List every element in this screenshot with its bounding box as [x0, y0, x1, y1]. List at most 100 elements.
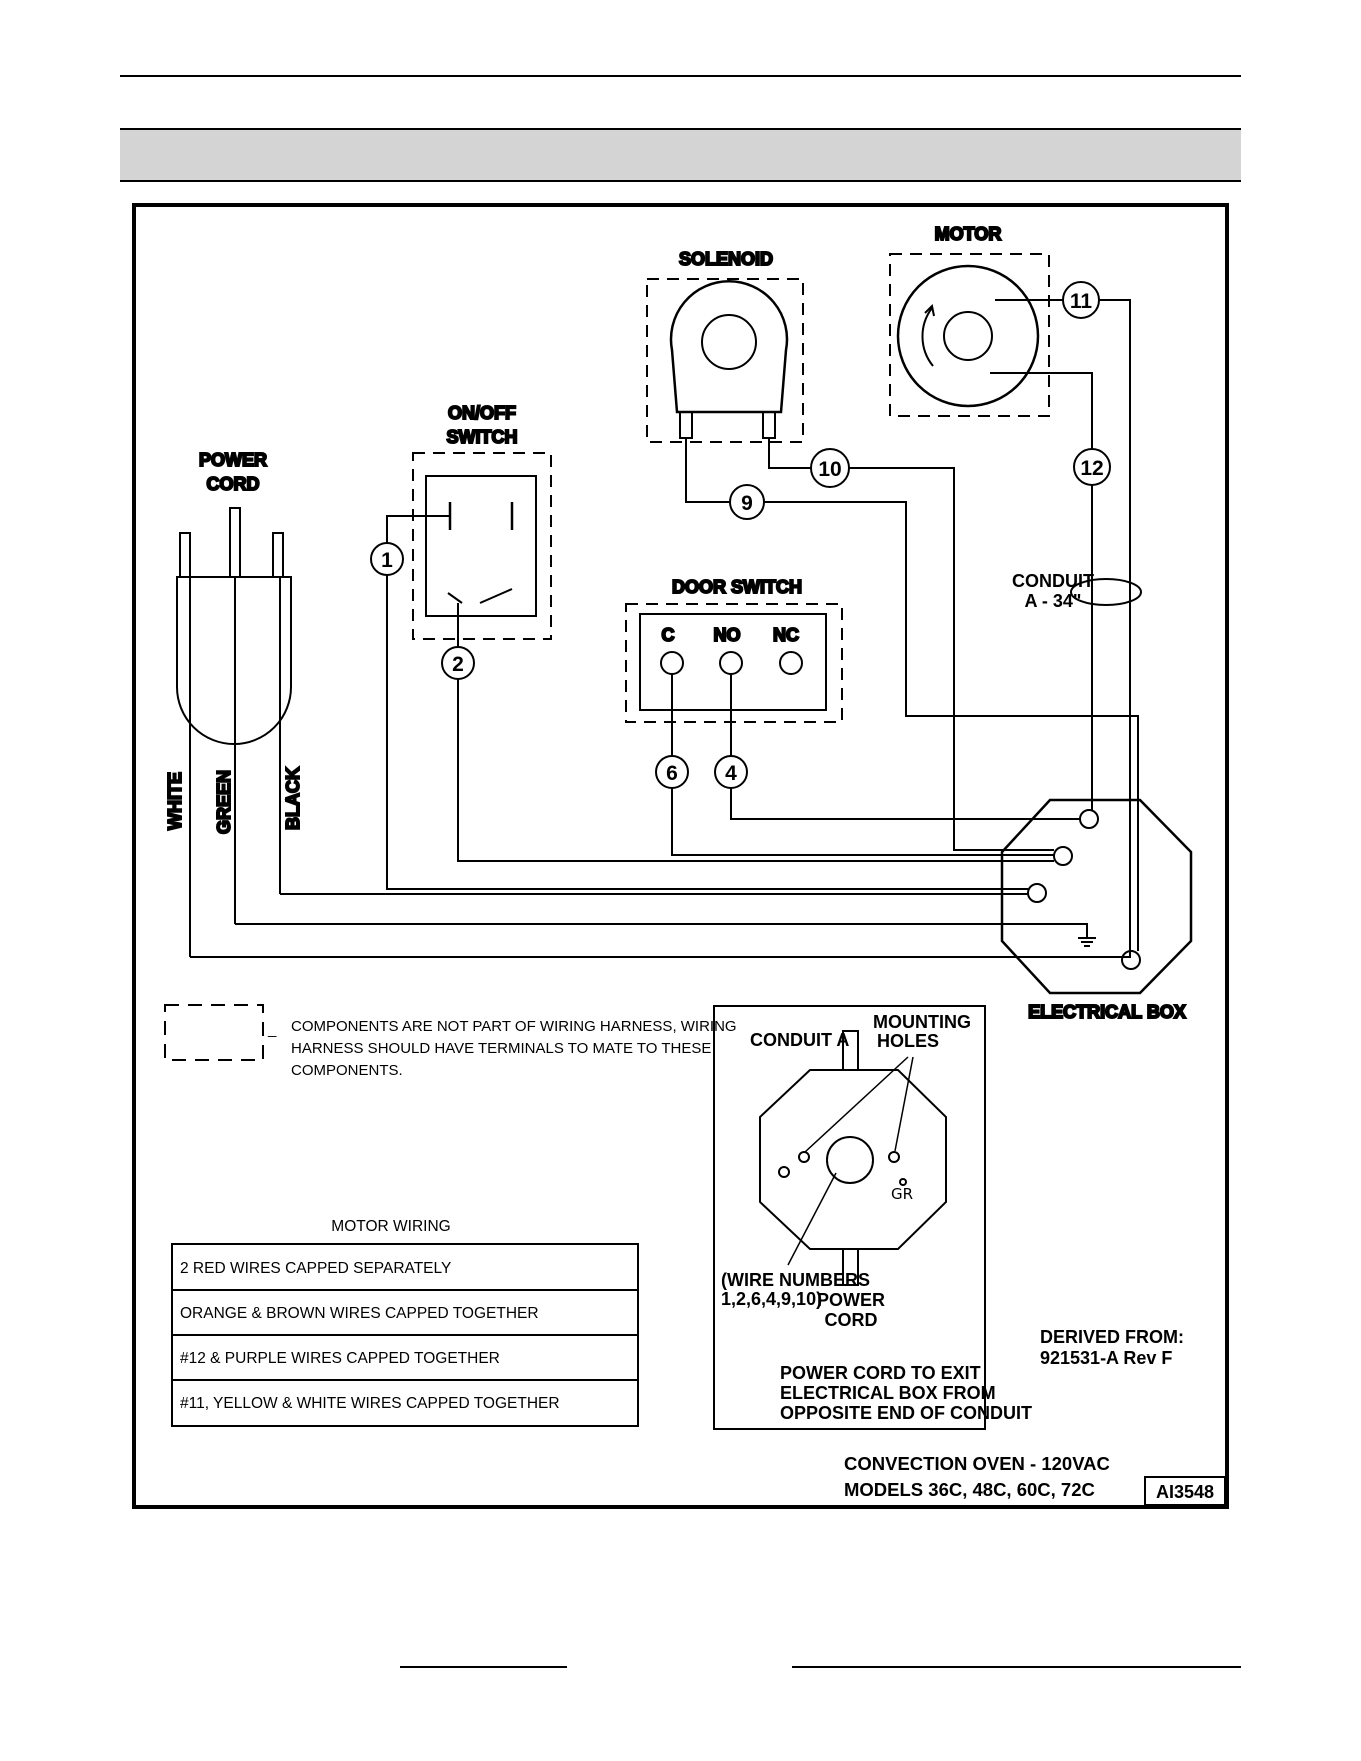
- derived-from-label: DERIVED FROM:: [1040, 1327, 1184, 1347]
- solenoid-terminal-right: [762, 411, 776, 439]
- motor-wiring-table: MOTOR WIRING 2 RED WIRES CAPPED SEPARATE…: [171, 1218, 639, 1427]
- detail-center-hole: [826, 1136, 874, 1184]
- detail-gr-label: GR: [891, 1185, 913, 1203]
- detail-mounting-hole-left: [798, 1151, 810, 1163]
- motor-shaft: [943, 311, 993, 361]
- wire-11-number: 11: [1070, 290, 1093, 313]
- on-off-switch-label-1: ON/OFF: [448, 403, 516, 423]
- wire-11-badge: [1062, 281, 1100, 319]
- derived-from-number: 921531-A Rev F: [1040, 1348, 1172, 1368]
- terminal-nc-label: NC: [773, 625, 799, 645]
- detail-conduit-a-label: CONDUIT A: [750, 1030, 849, 1050]
- plug-prong-left: [179, 532, 191, 578]
- conduit-label-2: A - 34": [1025, 591, 1082, 611]
- detail-wire-numbers-2: 1,2,6,4,9,10): [721, 1289, 822, 1309]
- wires: [190, 299, 1142, 958]
- electrical-box-octagon: [1000, 798, 1193, 995]
- drawing-id-box: [1144, 1476, 1226, 1506]
- wire-1-number: 1: [381, 549, 393, 572]
- detail-ground-hole: [899, 1178, 907, 1186]
- wire-10-badge: [810, 448, 850, 488]
- legend-dashed-box: [164, 1004, 264, 1061]
- terminal-c: [660, 651, 684, 675]
- box-detail-text: CONDUIT A MOUNTING HOLES GR (WIRE NUMBER…: [721, 1012, 1032, 1423]
- power-cord: POWER CORD WHITE GREEN BLACK: [164, 449, 304, 957]
- electrical-box: ELECTRICAL BOX: [1000, 798, 1193, 1023]
- wire-label-green: GREEN: [214, 770, 234, 834]
- terminal-no-label: NO: [714, 625, 741, 645]
- motor: MOTOR: [889, 223, 1050, 417]
- legend-note-line-3: COMPONENTS.: [291, 1062, 403, 1079]
- electrical-box-label: ELECTRICAL BOX: [1028, 1002, 1186, 1022]
- box-detail-frame: [713, 1005, 986, 1430]
- solenoid-core: [701, 314, 757, 370]
- wire-6-badge: [655, 755, 689, 789]
- wire-4-badge: [714, 755, 748, 789]
- plug-prong-ground: [229, 507, 241, 578]
- solenoid-dashed: [646, 278, 804, 443]
- switch-body: [425, 475, 537, 617]
- motor-dashed: [889, 253, 1050, 417]
- conduit-ring: [1070, 578, 1142, 606]
- motor-label: MOTOR: [935, 224, 1002, 244]
- solenoid-terminal-left: [679, 411, 693, 439]
- motor-rotation-arrow: [921, 307, 934, 367]
- motor-wiring-row-3: #12 & PURPLE WIRES CAPPED TOGETHER: [180, 1350, 500, 1367]
- motor-wiring-title: MOTOR WIRING: [331, 1218, 450, 1235]
- motor-rotation-arrowhead: [924, 303, 935, 317]
- wire-label-white: WHITE: [165, 772, 185, 830]
- legend-dash: _: [267, 1021, 277, 1038]
- plug-prong-right: [272, 532, 284, 578]
- wire-9-number: 9: [741, 492, 753, 515]
- wire-1-badge: [370, 542, 404, 576]
- detail-side-hole: [778, 1166, 790, 1178]
- wire-12-number: 12: [1080, 457, 1103, 480]
- title-line-1: CONVECTION OVEN - 120VAC: [844, 1453, 1110, 1474]
- door-switch: DOOR SWITCH C NO NC: [625, 576, 843, 723]
- power-cord-label-2: CORD: [207, 474, 260, 494]
- detail-mounting-label-2: HOLES: [877, 1031, 939, 1051]
- wire-4-number: 4: [725, 762, 737, 785]
- detail-exit-note-1: POWER CORD TO EXIT: [780, 1363, 981, 1383]
- box-terminal-12: [1079, 809, 1099, 829]
- on-off-switch-label-2: SWITCH: [447, 427, 518, 447]
- title-line-2: MODELS 36C, 48C, 60C, 72C: [844, 1479, 1095, 1500]
- door-switch-label: DOOR SWITCH: [672, 577, 802, 597]
- motor-wiring-row-2: ORANGE & BROWN WIRES CAPPED TOGETHER: [180, 1305, 539, 1322]
- detail-power-cord-label-1: POWER: [817, 1290, 885, 1310]
- terminal-c-label: C: [662, 625, 675, 645]
- terminal-no: [719, 651, 743, 675]
- box-detail-panel: [713, 1005, 986, 1430]
- section-header-bar: [120, 129, 1241, 181]
- legend-note-line-2: HARNESS SHOULD HAVE TERMINALS TO MATE TO…: [291, 1040, 711, 1057]
- solenoid: SOLENOID: [646, 248, 804, 443]
- legend: _ COMPONENTS ARE NOT PART OF WIRING HARN…: [164, 1004, 737, 1079]
- wire-6-number: 6: [666, 762, 678, 785]
- detail-mounting-label-1: MOUNTING: [873, 1012, 971, 1032]
- solenoid-body: [669, 280, 789, 414]
- plug-body: [176, 576, 292, 745]
- door-switch-dashed: [625, 603, 843, 723]
- wire-label-black: BLACK: [283, 767, 303, 830]
- terminal-nc: [779, 651, 803, 675]
- wire-2-badge: [441, 646, 475, 680]
- wire-9-badge: [729, 484, 765, 520]
- detail-wire-numbers-1: (WIRE NUMBERS: [721, 1270, 870, 1290]
- detail-power-cord-label-2: CORD: [825, 1310, 878, 1330]
- wire-number-badges: [370, 281, 1111, 789]
- motor-wiring-row-1: 2 RED WIRES CAPPED SEPARATELY: [180, 1260, 451, 1277]
- motor-body: [896, 264, 1040, 408]
- wire-12-badge: [1073, 448, 1111, 486]
- ground-symbol: [1078, 927, 1096, 947]
- detail-octagon: [759, 1069, 947, 1250]
- diagram-frame: [132, 203, 1229, 1509]
- switch-outer-dashed: [412, 452, 552, 640]
- solenoid-label: SOLENOID: [679, 249, 773, 269]
- power-cord-label-1: POWER: [199, 450, 267, 470]
- on-off-switch: ON/OFF SWITCH: [412, 402, 552, 640]
- drawing-id: AI3548: [1156, 1482, 1214, 1502]
- detail-mounting-hole-right: [888, 1151, 900, 1163]
- conduit-label-1: CONDUIT: [1012, 571, 1094, 591]
- wire-2-number: 2: [452, 653, 464, 676]
